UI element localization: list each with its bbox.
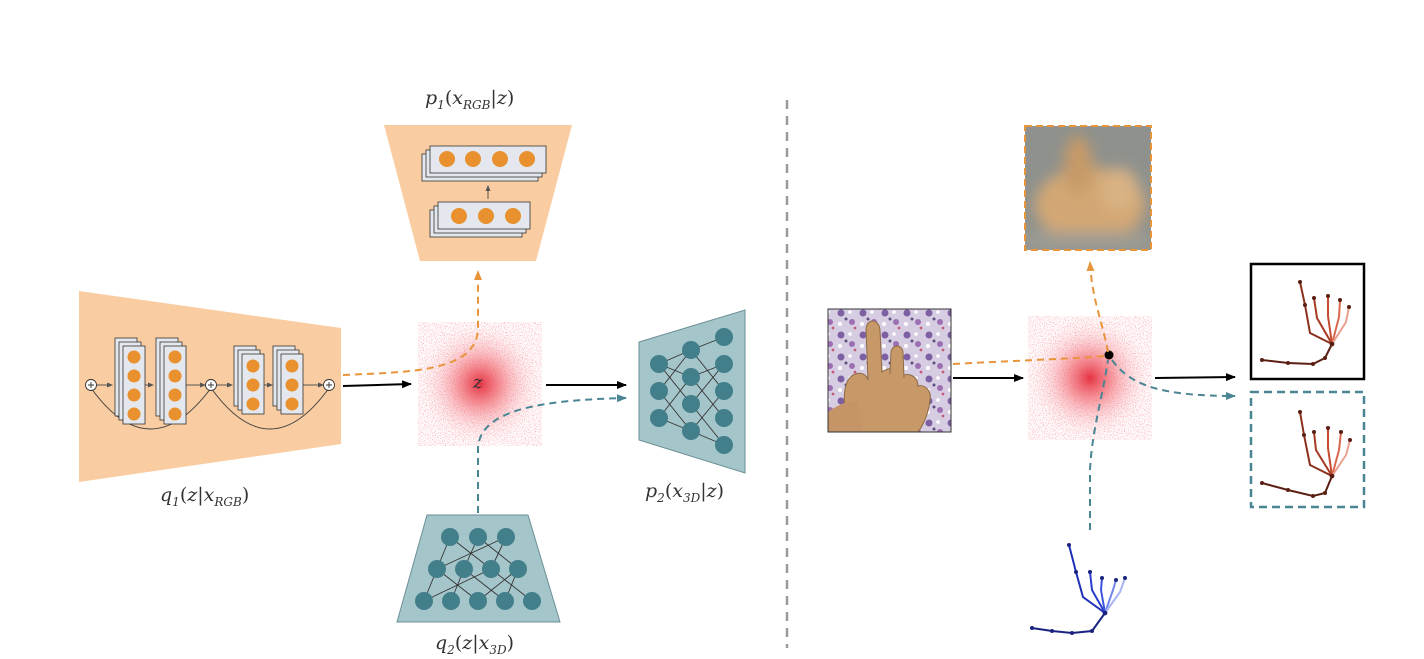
left-arrows [342,270,627,513]
plus-circle-icon [205,379,217,391]
resnet-block-3 [233,345,265,415]
q2-encoder [396,514,561,623]
resnet-block-4 [272,345,304,415]
p2-label: p2(x3D|z) [645,480,725,505]
latent-space-left [418,322,542,446]
q2-label: q2(z|x3D) [435,632,515,657]
p1-decoder [384,125,572,261]
p2-decoder [638,309,746,474]
q1-label: q1(z|xRGB) [160,484,250,509]
resnet-block-1 [114,337,146,425]
right-arrows [952,261,1236,530]
latent-z-label: z [473,372,483,393]
hand-photo-icon [827,308,952,433]
hand-skeleton-output-gt [1249,262,1366,381]
plus-circle-icon [85,379,97,391]
p1-label: p1(xRGB|z) [425,87,515,112]
hand-skeleton-output-pred [1249,390,1366,509]
latent-space-right [1028,316,1152,440]
plus-circle-icon [323,379,335,391]
resnet-block-2 [155,337,187,425]
blurry-hand-icon [1024,125,1152,251]
hand-skeleton-icon [1030,543,1127,635]
q1-encoder [79,291,341,482]
